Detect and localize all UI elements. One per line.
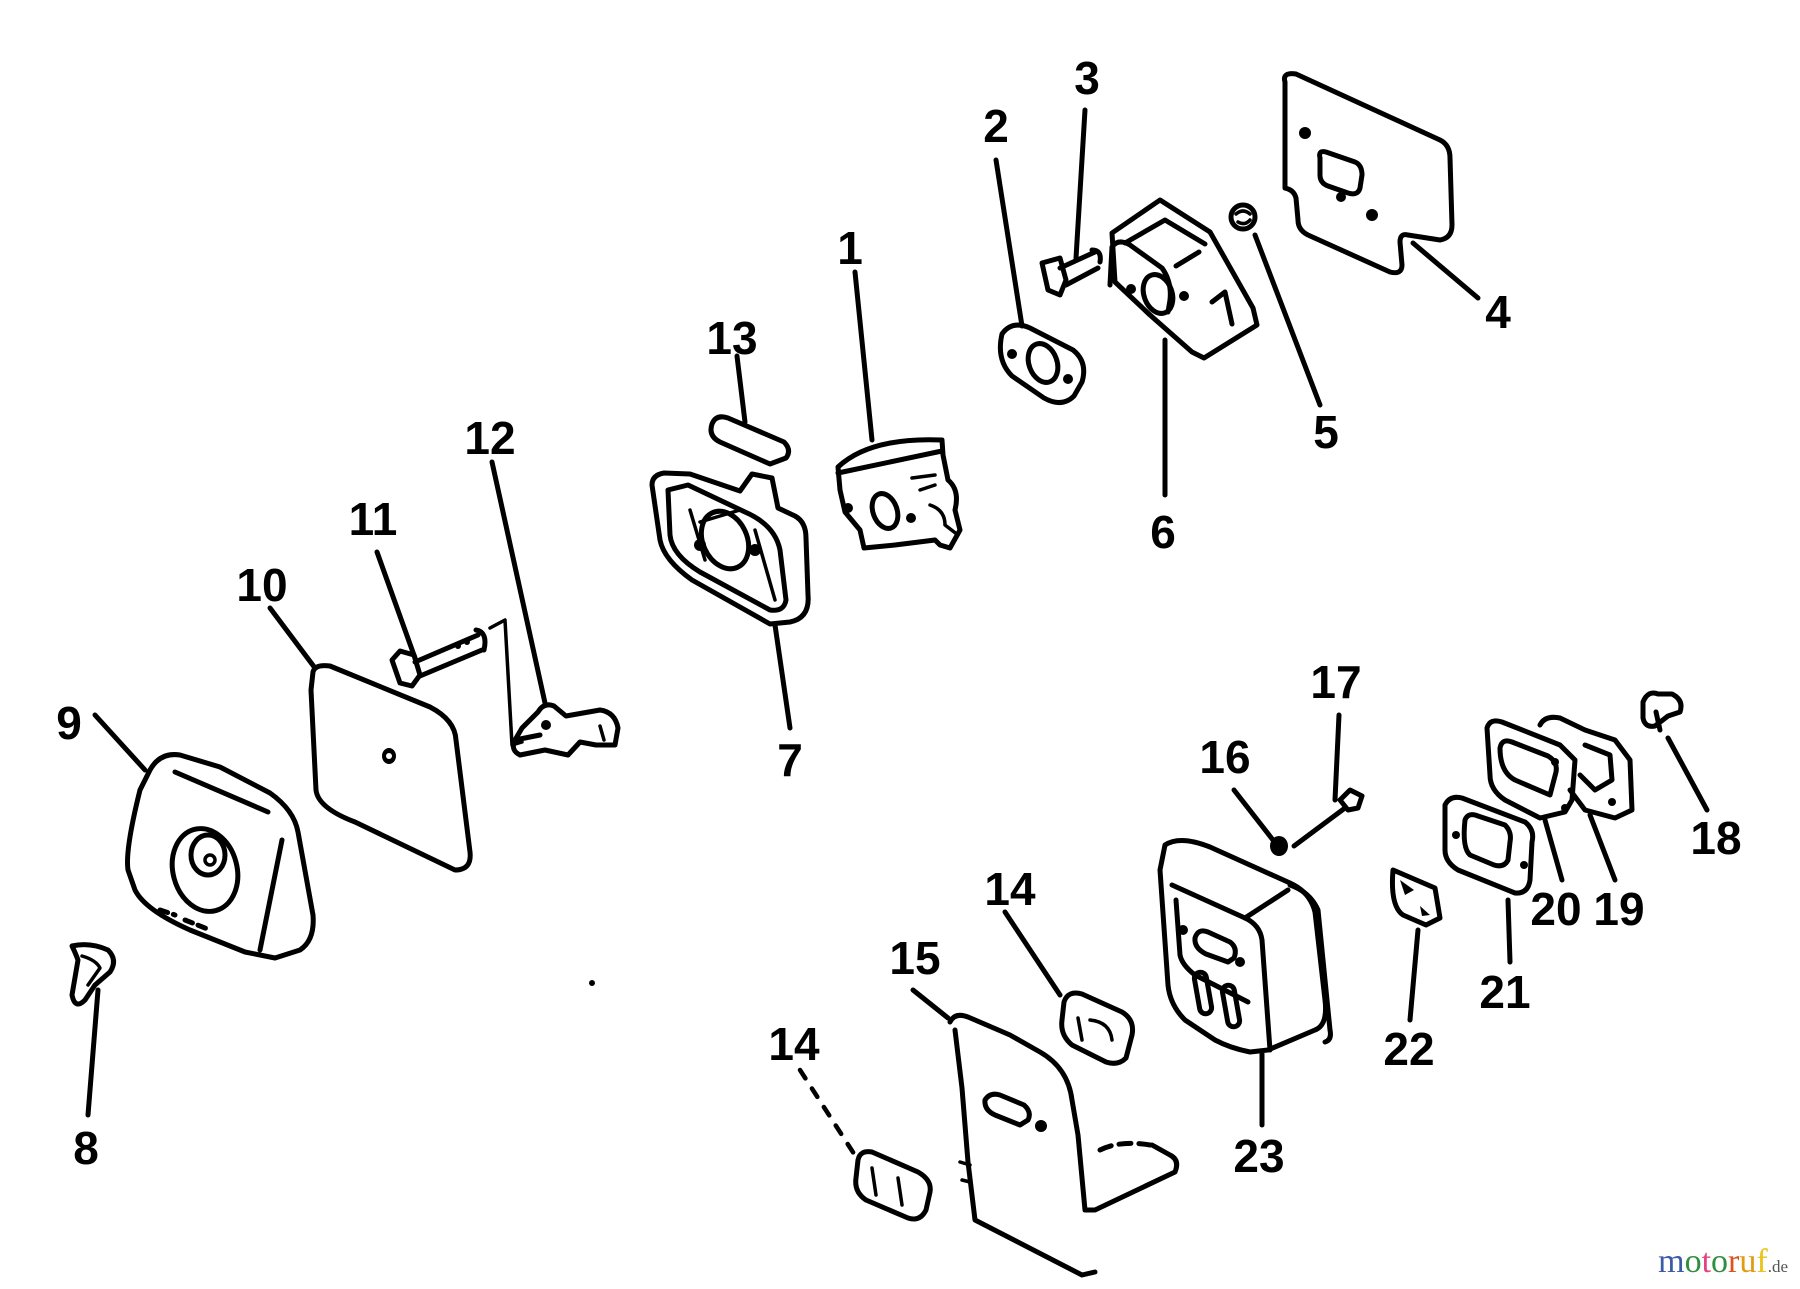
part-14-gasket-upper: [1059, 990, 1135, 1066]
part-4-gasket: [1282, 71, 1455, 276]
callout-15: 15: [889, 932, 940, 984]
leader-lines: [85, 107, 1710, 1163]
callout-7: 7: [777, 734, 803, 786]
watermark-letter: m: [1658, 1243, 1685, 1280]
part-6-spacer: [1107, 197, 1260, 361]
watermark-letter: f: [1756, 1243, 1768, 1280]
part-19-plate: [1537, 714, 1635, 821]
stray-dot: [589, 980, 595, 986]
callout-9: 9: [56, 697, 82, 749]
callout-1: 1: [837, 222, 863, 274]
part-23-muffler: [1157, 838, 1333, 1055]
part-7-filter-base: [649, 470, 811, 627]
part-11-bolt: [389, 618, 524, 747]
callout-16: 16: [1199, 731, 1250, 783]
part-13-strip: [708, 414, 792, 467]
callout-4: 4: [1485, 286, 1511, 338]
part-2-gasket: [997, 322, 1087, 405]
callout-21: 21: [1479, 966, 1530, 1018]
callout-23: 23: [1233, 1130, 1284, 1182]
callout-22: 22: [1383, 1023, 1434, 1075]
watermark-letter: o: [1711, 1243, 1729, 1280]
callout-13: 13: [706, 312, 757, 364]
callout-14-lower: 14: [768, 1018, 820, 1070]
callout-12: 12: [464, 412, 515, 464]
watermark-logo: motoruf.de: [1658, 1243, 1788, 1281]
callout-10: 10: [236, 559, 287, 611]
callout-6: 6: [1150, 506, 1176, 558]
part-21-gasket: [1442, 794, 1536, 896]
callout-17: 17: [1310, 656, 1361, 708]
part-3-screw: [1039, 247, 1103, 298]
watermark-letter: t: [1701, 1243, 1712, 1280]
watermark-letter: r: [1728, 1243, 1740, 1280]
part-9-filter-cover: [125, 752, 316, 961]
part-12-lever: [510, 702, 621, 758]
callout-11: 11: [349, 493, 398, 545]
callout-19: 19: [1593, 883, 1644, 935]
watermark-tld: .de: [1767, 1257, 1788, 1276]
part-18-screw: [1640, 690, 1684, 733]
callout-3: 3: [1074, 52, 1100, 104]
part-15-heat-shield: [947, 1012, 1180, 1278]
part-1-carburetor: [835, 437, 963, 551]
callout-14-upper: 14: [984, 863, 1036, 915]
part-22-plate: [1390, 867, 1443, 928]
callout-5: 5: [1313, 406, 1339, 458]
callout-2: 2: [983, 100, 1009, 152]
watermark-letter: o: [1684, 1243, 1702, 1280]
part-20-plate: [1484, 718, 1578, 821]
part-10-filter-element: [308, 663, 473, 873]
part-5-nut: [1228, 202, 1258, 232]
callout-20: 20: [1530, 883, 1581, 935]
part-17-bolt: [1291, 787, 1365, 849]
part-8-clip: [69, 942, 116, 1007]
watermark-letter: u: [1739, 1243, 1757, 1280]
callout-8: 8: [73, 1122, 99, 1174]
callout-labels: 1 2 3 4 5 6 7 8 9 10 11 12 13 14 14 15 1…: [56, 52, 1741, 1182]
part-14-gasket-lower: [853, 1149, 933, 1222]
callout-18: 18: [1690, 812, 1741, 864]
